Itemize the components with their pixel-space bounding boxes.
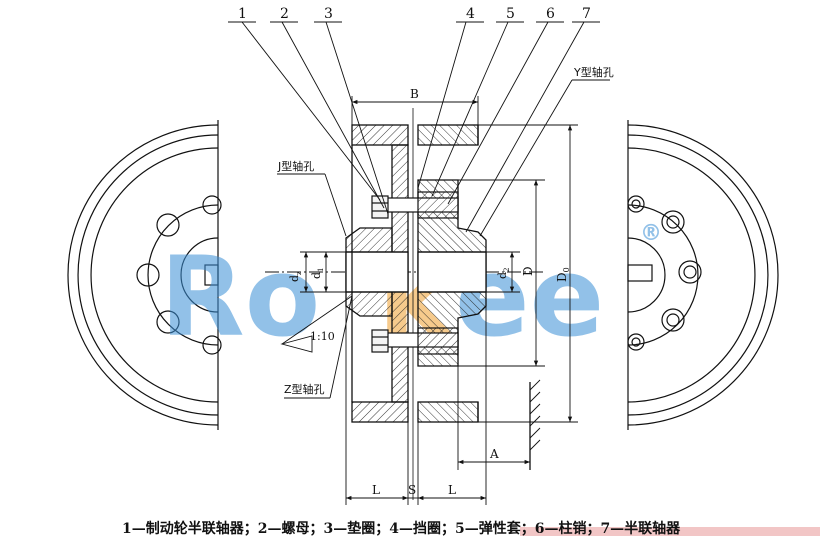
dim-dz-label: dz: [288, 271, 303, 282]
dim-l-right-label: L: [448, 483, 456, 497]
part-number-3: 3: [324, 6, 333, 22]
brake-wheel-half: [345, 124, 409, 423]
dim-a: [457, 366, 541, 470]
svg-text:Ro: Ro: [160, 233, 320, 361]
right-end-view: [627, 120, 779, 430]
dim-d-label: D: [521, 266, 535, 276]
dim-lsl: [345, 306, 487, 505]
dim-s-label: S: [408, 483, 416, 497]
dim-d0-label: D0: [555, 267, 571, 282]
dim-d: [458, 124, 578, 423]
half-coupling: [417, 124, 487, 423]
part-number-6: 6: [546, 6, 555, 22]
taper-label: 1:10: [310, 330, 335, 343]
dim-d1-label: d1: [310, 267, 325, 279]
dim-d2-label: d2: [496, 267, 511, 279]
part-number-7: 7: [582, 6, 591, 22]
caption-highlight: [520, 527, 820, 536]
dim-a-label: A: [489, 447, 499, 461]
y-bore-label: Y型轴孔: [573, 65, 614, 79]
taper-symbol: [280, 295, 353, 353]
part-number-5: 5: [506, 6, 515, 22]
pins: [371, 191, 459, 355]
part-number-1: 1: [238, 6, 247, 22]
dim-b: [351, 96, 479, 125]
figure-caption: 1—制动轮半联轴器；2—螺母；3—垫圈；4—挡圈；5—弹性套；6—柱销；7—半联…: [122, 521, 681, 537]
leader-lines: [228, 21, 610, 399]
part-numbers: 1 2 3 4 5 6 7: [238, 6, 591, 22]
dim-bores: [300, 251, 520, 293]
left-end-view: [67, 120, 222, 430]
part-number-4: 4: [466, 6, 475, 22]
dim-b-label: B: [410, 87, 419, 101]
svg-text:®: ®: [640, 221, 662, 246]
dim-l-left-label: L: [372, 483, 380, 497]
part-number-2: 2: [280, 6, 289, 22]
z-bore-label: Z型轴孔: [284, 382, 325, 396]
j-bore-label: J型轴孔: [277, 159, 314, 173]
